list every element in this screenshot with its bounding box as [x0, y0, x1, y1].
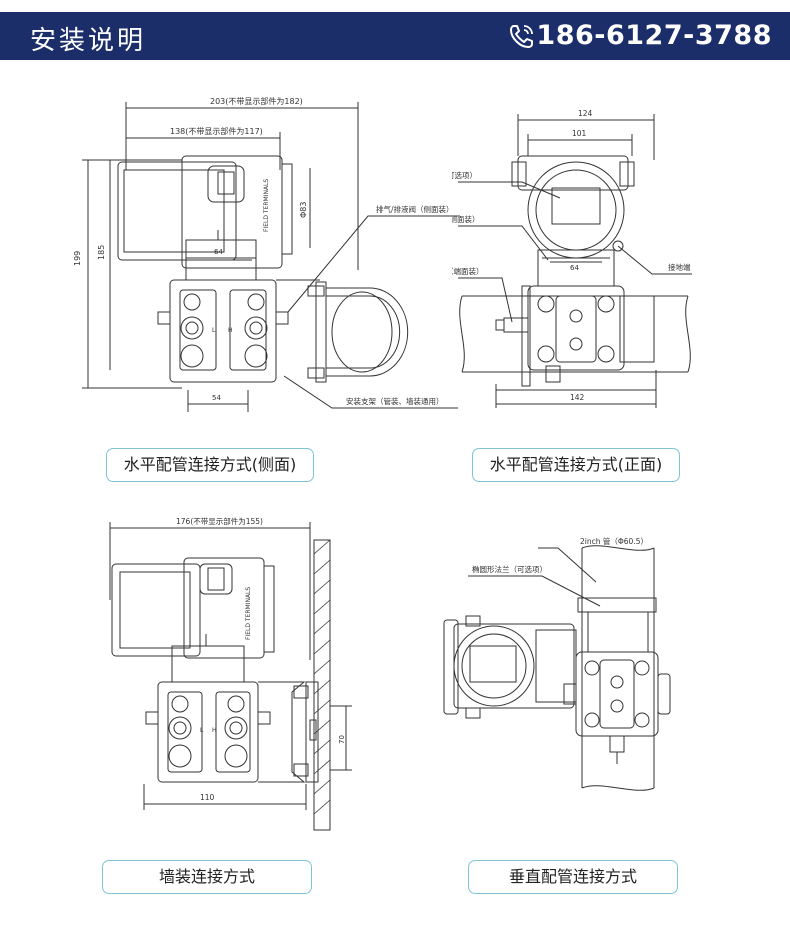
label-ground: 接地端 [668, 262, 691, 272]
phone-number[interactable]: 186-6127-3788 [536, 20, 772, 51]
dim-185: 185 [97, 245, 106, 260]
label-vent-side: 排气/排液阀（侧面装） [452, 214, 480, 224]
dim-142: 142 [570, 393, 585, 402]
caption-wall: 墙装连接方式 [102, 860, 312, 894]
label-pipe: 2inch 管（Φ60.5） [580, 536, 648, 546]
diagram-horizontal-side: 203(不带显示部件为182) 138(不带显示部件为117) 199 185 … [70, 90, 460, 420]
dim-54: 54 [212, 394, 221, 402]
port-l: L [200, 727, 204, 734]
page-title: 安装说明 [30, 26, 147, 56]
diagram-horizontal-front: 124 101 64 142 液晶显示器（可选项） 排气/排液阀（侧面装） 排气… [452, 100, 702, 420]
label-flange: 椭圆形法兰（可选项） [472, 564, 547, 574]
brand-label: FIELD TERMINALS [245, 587, 252, 640]
dim-64: 64 [570, 264, 579, 272]
diagram-wall: 176(不带显示部件为155) 70 110 FIELD TERMINALS L… [100, 510, 360, 840]
port-h: H [212, 727, 217, 734]
dim-64: 64 [214, 248, 223, 256]
dim-176: 176(不带显示部件为155) [176, 516, 263, 526]
dim-83: Φ83 [299, 202, 308, 218]
label-lcd: 液晶显示器（可选项） [452, 170, 477, 180]
dim-110: 110 [200, 793, 215, 802]
label-vent-end: 排气/排液阀（端面装） [452, 266, 484, 276]
port-l: L [212, 327, 216, 334]
dim-199: 199 [73, 251, 82, 266]
port-h: H [228, 327, 233, 334]
brand-label: FIELD TERMINALS [263, 179, 270, 232]
dim-138: 138(不带显示部件为117) [170, 126, 263, 136]
header-banner: 安装说明 186-6127-3788 [0, 12, 790, 60]
diagram-vertical: 2inch 管（Φ60.5） 椭圆形法兰（可选项） [440, 530, 690, 800]
dim-101: 101 [572, 129, 587, 138]
caption-vertical: 垂直配管连接方式 [468, 860, 678, 894]
phone-icon [510, 25, 533, 48]
caption-horizontal-side: 水平配管连接方式(侧面) [106, 448, 314, 482]
label-vent-side: 排气/排液阀（侧面装） [376, 204, 454, 214]
label-bracket: 安装支架（管装、墙装通用） [346, 396, 444, 406]
dim-70: 70 [338, 735, 346, 744]
dim-203: 203(不带显示部件为182) [210, 96, 303, 106]
caption-horizontal-front: 水平配管连接方式(正面) [472, 448, 680, 482]
dim-124: 124 [578, 109, 593, 118]
